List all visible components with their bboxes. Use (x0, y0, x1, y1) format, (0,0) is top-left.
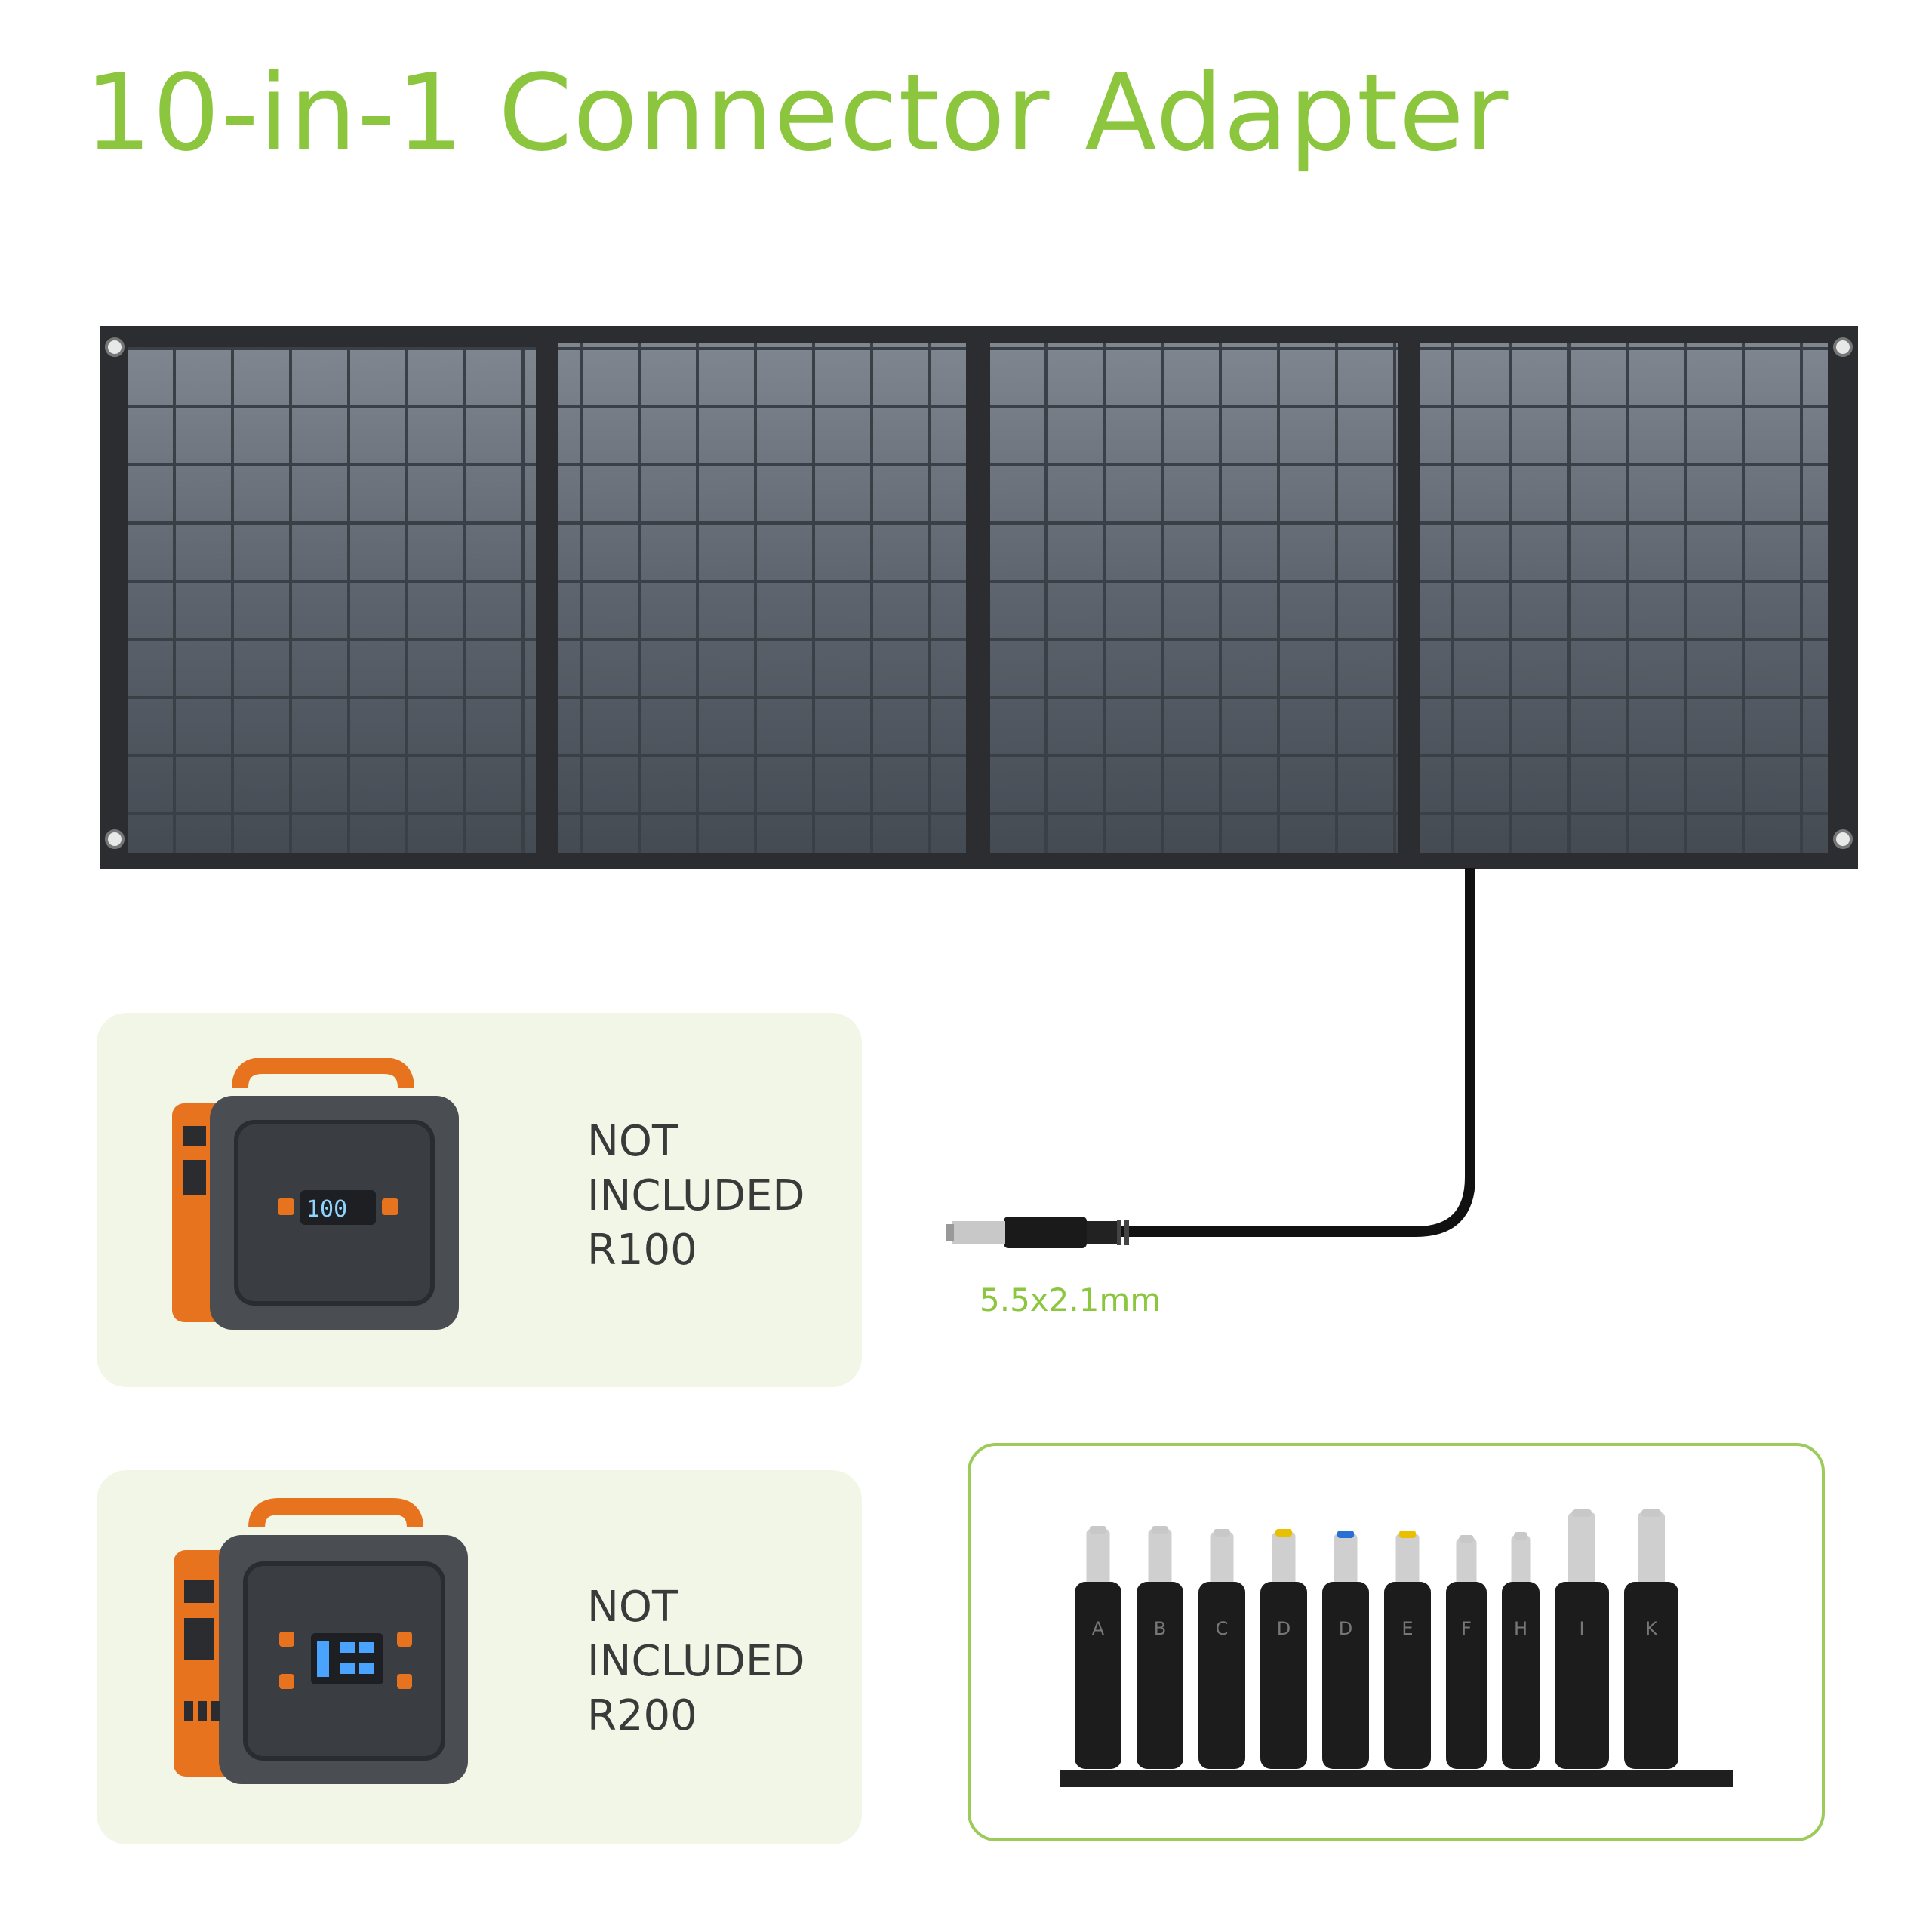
adapter-tip-letter: E (1401, 1618, 1413, 1639)
adapter-tip-7: F (1446, 1535, 1487, 1769)
grommets (105, 337, 1853, 849)
adapter-tip-6: E (1384, 1531, 1431, 1769)
dc-connector-plug (946, 1217, 1129, 1248)
adapter-tip-8: H (1502, 1532, 1540, 1769)
card-r200: NOT INCLUDED R200 (97, 1470, 862, 1844)
solar-cells (128, 343, 1828, 853)
power-station-r100-image: 100 (172, 1058, 459, 1330)
not-label: NOT (587, 1117, 678, 1166)
connector-size-label: 5.5x2.1mm (980, 1281, 1161, 1318)
dc-cable (1109, 868, 1475, 1237)
card-r200-text: NOT INCLUDED R200 (587, 1580, 805, 1743)
adapter-tip-1: A (1075, 1526, 1121, 1769)
model-label: R100 (587, 1226, 697, 1275)
card-r100: 100 NOT INCLUDED R100 (97, 1013, 862, 1387)
adapter-tip-letter: A (1092, 1618, 1105, 1639)
power-station-r200-image (174, 1498, 468, 1784)
adapter-tip-3: C (1198, 1529, 1245, 1769)
card-r100-text: NOT INCLUDED R100 (587, 1115, 805, 1278)
adapter-tip-letter: D (1277, 1618, 1291, 1639)
r100-display-readout: 100 (306, 1196, 347, 1223)
page-title: 10-in-1 Connector Adapter (85, 52, 1509, 175)
adapter-tip-letter: D (1339, 1618, 1352, 1639)
not-label: NOT (587, 1583, 678, 1632)
included-label: INCLUDED (587, 1171, 805, 1220)
adapter-tip-letter: C (1216, 1618, 1229, 1639)
adapter-tip-5: D (1322, 1531, 1369, 1769)
model-label: R200 (587, 1691, 697, 1740)
adapter-tip-letter: F (1461, 1618, 1472, 1639)
included-label: INCLUDED (587, 1637, 805, 1686)
adapter-tip-9: I (1555, 1509, 1609, 1769)
adapter-tip-letter: H (1514, 1618, 1527, 1639)
adapter-tip-10: K (1624, 1509, 1678, 1769)
adapter-tip-letter: I (1579, 1618, 1584, 1639)
adapter-tip-letter: B (1154, 1618, 1166, 1639)
adapter-tip-4: D (1260, 1529, 1307, 1769)
adapter-tip-2: B (1137, 1526, 1183, 1769)
adapter-tip-letter: K (1645, 1618, 1658, 1639)
adapter-tray (1060, 1770, 1733, 1787)
